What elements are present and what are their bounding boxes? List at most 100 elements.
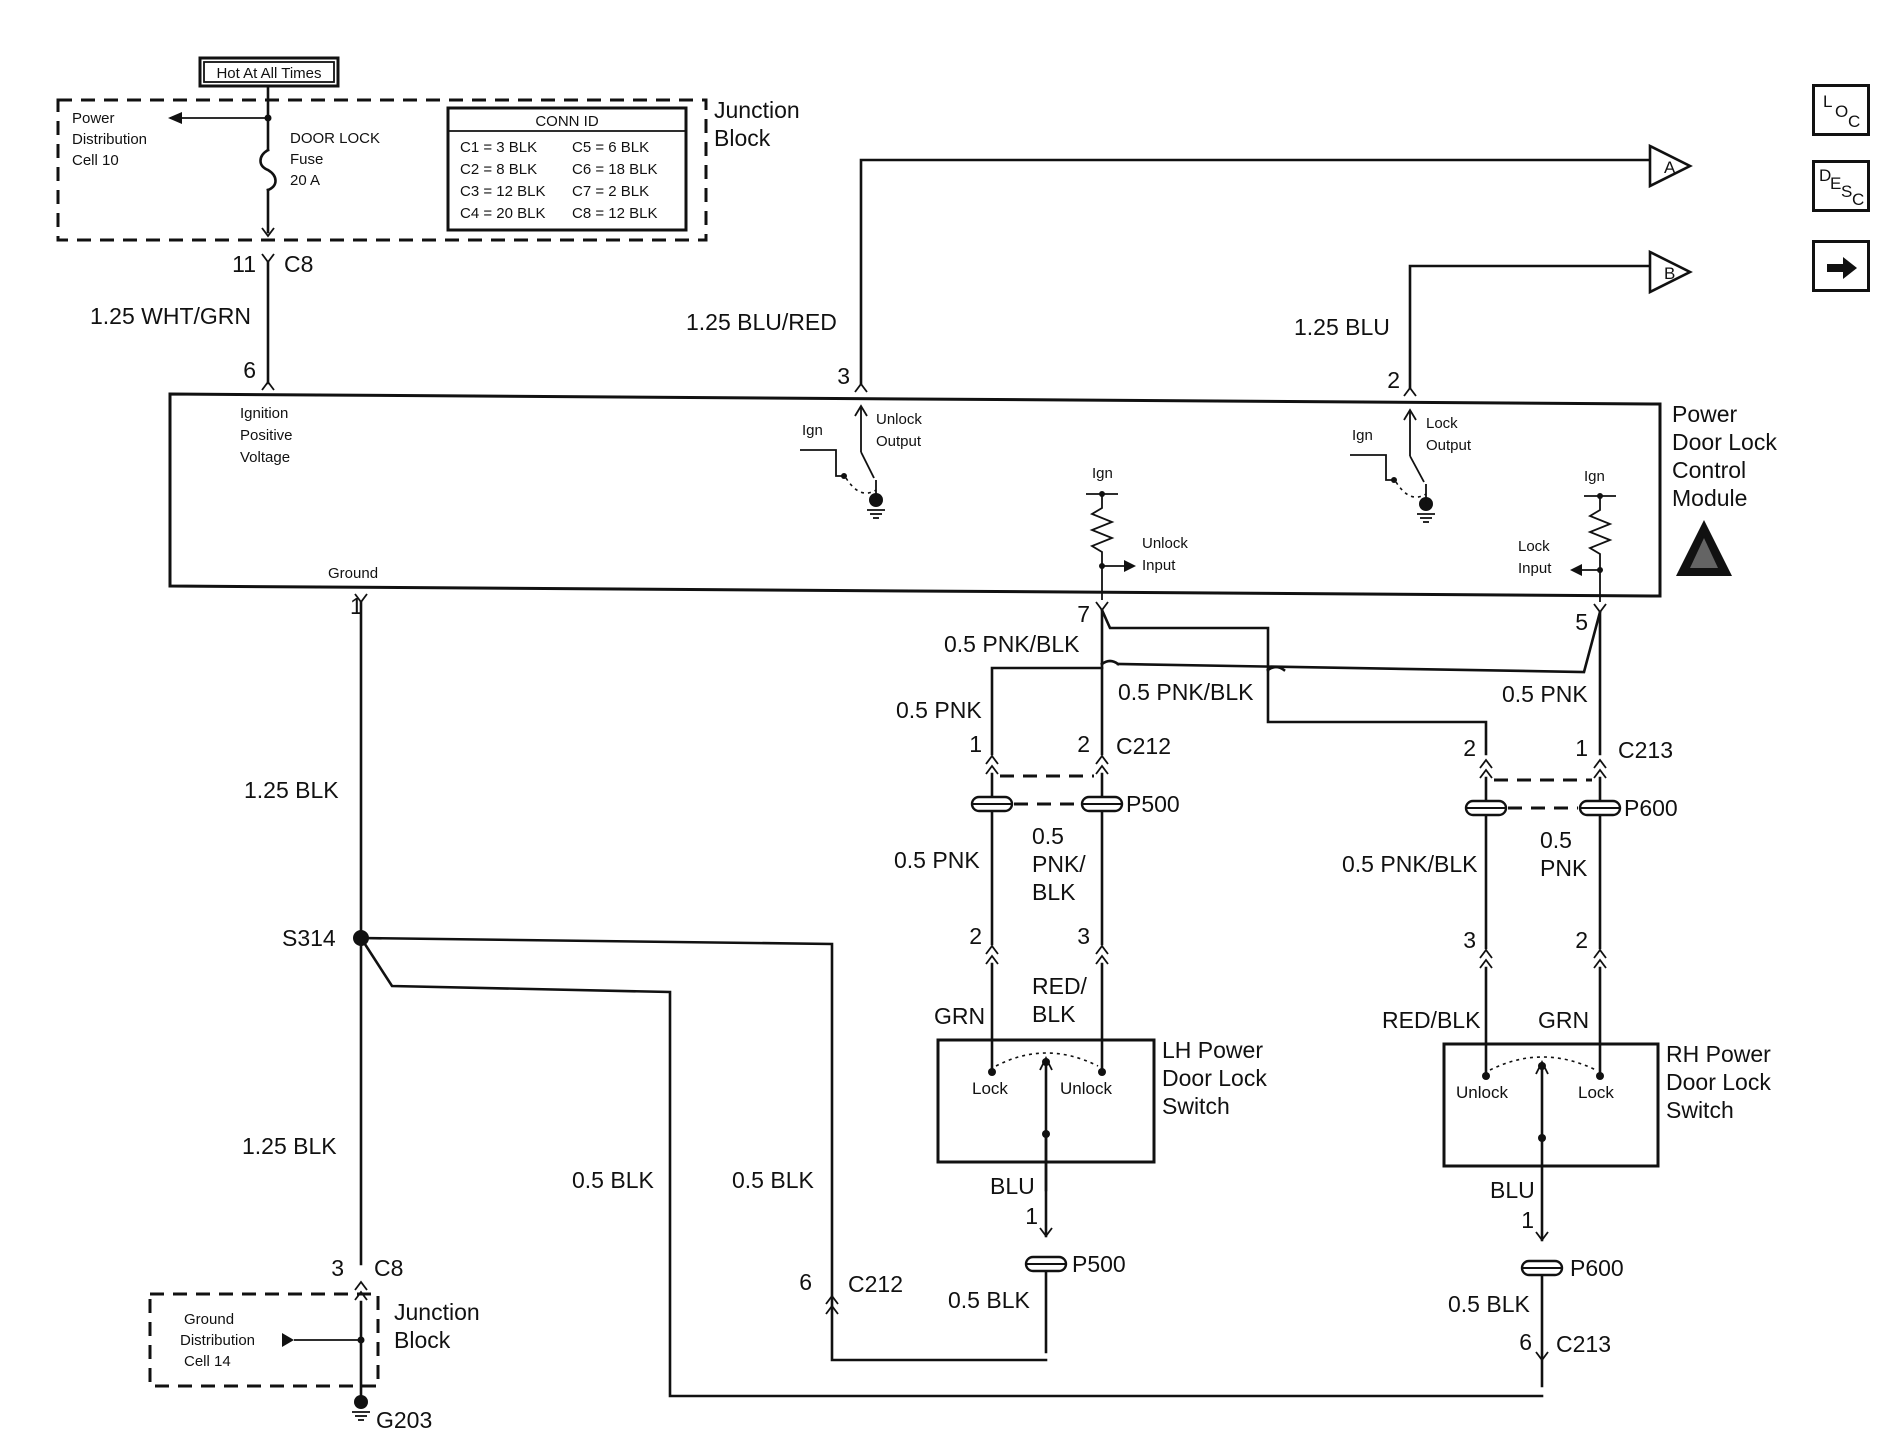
esd-warning-icon [1676,520,1732,576]
wire-label-red-blk-rh: RED/BLK [1382,1007,1481,1033]
rh-blu-pin: 1 [1521,1207,1534,1233]
p600-bottom-label: P600 [1570,1255,1624,1281]
p500-inline-right [1080,795,1124,813]
rh-power-door-lock-switch [1442,1042,1660,1168]
module-connector-3 [854,383,868,393]
wire-label-blu-red: 1.25 BLU/RED [686,309,837,335]
junction-block-top-label: Junction Block [714,97,800,151]
p500-top-label: P500 [1126,791,1180,817]
wire-blu [1408,264,1652,390]
unlock-output-relay: Ign [800,404,886,519]
wire-label-blk-b: 0.5 BLK [732,1167,814,1193]
wire-label-blk-upper: 1.25 BLK [244,777,339,803]
c213-pin-2: 2 [1463,735,1476,761]
c8-bottom-label: C8 [374,1255,403,1281]
c212-connector-pin2 [1095,755,1109,775]
wire-label-blk-lh: 0.5 BLK [948,1287,1030,1313]
svg-text:Distribution: Distribution [72,131,147,148]
rh-switch-lock-label: Lock [1578,1083,1614,1102]
wire-label-blu-rh: BLU [1490,1177,1535,1203]
svg-text:Output: Output [876,433,922,450]
svg-text:PNK: PNK [1540,855,1588,881]
svg-text:C1 = 3 BLK: C1 = 3 BLK [460,139,537,156]
c213-top-label: C213 [1618,737,1673,763]
arrow-a: A [1648,143,1693,189]
lock-input-circuit: Ign [1570,468,1616,602]
svg-text:BLK: BLK [1032,1001,1076,1027]
fuse-icon [259,148,277,192]
p600-inline-bottom [1520,1259,1564,1277]
c212-bottom-pin: 6 [799,1269,812,1295]
svg-text:Output: Output [1426,437,1472,454]
svg-text:Ign: Ign [1092,465,1113,482]
rh-lower-connector-3 [1479,949,1493,969]
wire-blk-to-rh [359,936,1544,1398]
svg-text:CONN ID: CONN ID [535,113,599,130]
svg-text:Door Lock: Door Lock [1666,1069,1771,1095]
loc-letter-c: C [1848,112,1861,131]
wire-label-grn-rh: GRN [1538,1007,1589,1033]
svg-text:Switch: Switch [1666,1097,1734,1123]
module-pin-3: 3 [837,363,850,389]
c212-bottom-label: C212 [848,1271,903,1297]
location-button[interactable]: L O C [1812,84,1870,136]
lh-blu-pin: 1 [1025,1203,1038,1229]
svg-text:0.5: 0.5 [1032,823,1064,849]
rh-lower-pin-2: 2 [1575,927,1588,953]
svg-text:Cell 14: Cell 14 [184,1353,231,1370]
wire-label-blk-rh: 0.5 BLK [1448,1291,1530,1317]
wire-label-rh-pnk: 0.5 PNK [1540,827,1588,881]
module-connector-6 [261,381,275,391]
svg-text:Control: Control [1672,457,1746,483]
junction-block-top-outline [56,98,708,242]
svg-text:Fuse: Fuse [290,151,323,168]
module-ground-label: Ground [328,565,378,582]
hot-label: Hot At All Times [216,65,321,82]
arrow-b: B [1648,249,1693,295]
svg-text:Ignition: Ignition [240,405,288,422]
wire-label-blk-a: 0.5 BLK [572,1167,654,1193]
next-button[interactable] [1812,240,1870,292]
svg-text:RH Power: RH Power [1666,1041,1771,1067]
power-distribution-label: Power Distribution Cell 10 [72,110,147,169]
svg-text:Block: Block [394,1327,451,1353]
desc-letter-d: D [1819,166,1832,185]
svg-text:Voltage: Voltage [240,449,290,466]
c212-connector-pin1 [985,755,999,775]
svg-text:Switch: Switch [1162,1093,1230,1119]
c213-connector-pin1 [1593,759,1607,779]
c8-connector-bottom [354,1281,368,1301]
arrow-right-small-icon [282,1333,294,1347]
right-arrow-icon [1827,257,1857,279]
wire-label-pnk-left: 0.5 PNK [896,697,982,723]
svg-text:C6 = 18 BLK: C6 = 18 BLK [572,161,657,178]
desc-letter-s: S [1841,182,1853,201]
wire-label-lh-pnk: 0.5 PNK [894,847,980,873]
c212-pin-2: 2 [1077,731,1090,757]
wire-blk-to-lh [359,936,1048,1362]
svg-text:C7 = 2 BLK: C7 = 2 BLK [572,183,649,200]
ground-g203-icon [351,1411,371,1421]
rh-lower-pin-3: 3 [1463,927,1476,953]
svg-text:C3 = 12 BLK: C3 = 12 BLK [460,183,545,200]
rh-lower-connector-2 [1593,949,1607,969]
wire-label-lh-pnk-blk: 0.5 PNK/ BLK [1032,823,1086,905]
wire-label-grn-lh: GRN [934,1003,985,1029]
c213-bottom-label: C213 [1556,1331,1611,1357]
svg-text:0.5: 0.5 [1540,827,1572,853]
control-module-label: Power Door Lock Control Module [1672,401,1777,511]
svg-text:Block: Block [714,125,771,151]
ground-g203-label: G203 [376,1407,432,1433]
module-connector-2 [1403,387,1417,397]
module-pin-7: 7 [1077,601,1090,627]
p600-inline-right [1578,799,1622,817]
wire-label-pnk-blk-left: 0.5 PNK/BLK [944,631,1080,657]
unlock-output-label: Unlock Output [876,411,922,450]
rh-switch-name: RH Power Door Lock Switch [1666,1041,1771,1123]
wire-pin7-to-rh [1100,608,1270,672]
description-button[interactable]: D E S C [1812,160,1870,212]
svg-text:Lock: Lock [1426,415,1458,432]
svg-text:C8 = 12 BLK: C8 = 12 BLK [572,205,657,222]
svg-text:DOOR LOCK: DOOR LOCK [290,130,380,147]
